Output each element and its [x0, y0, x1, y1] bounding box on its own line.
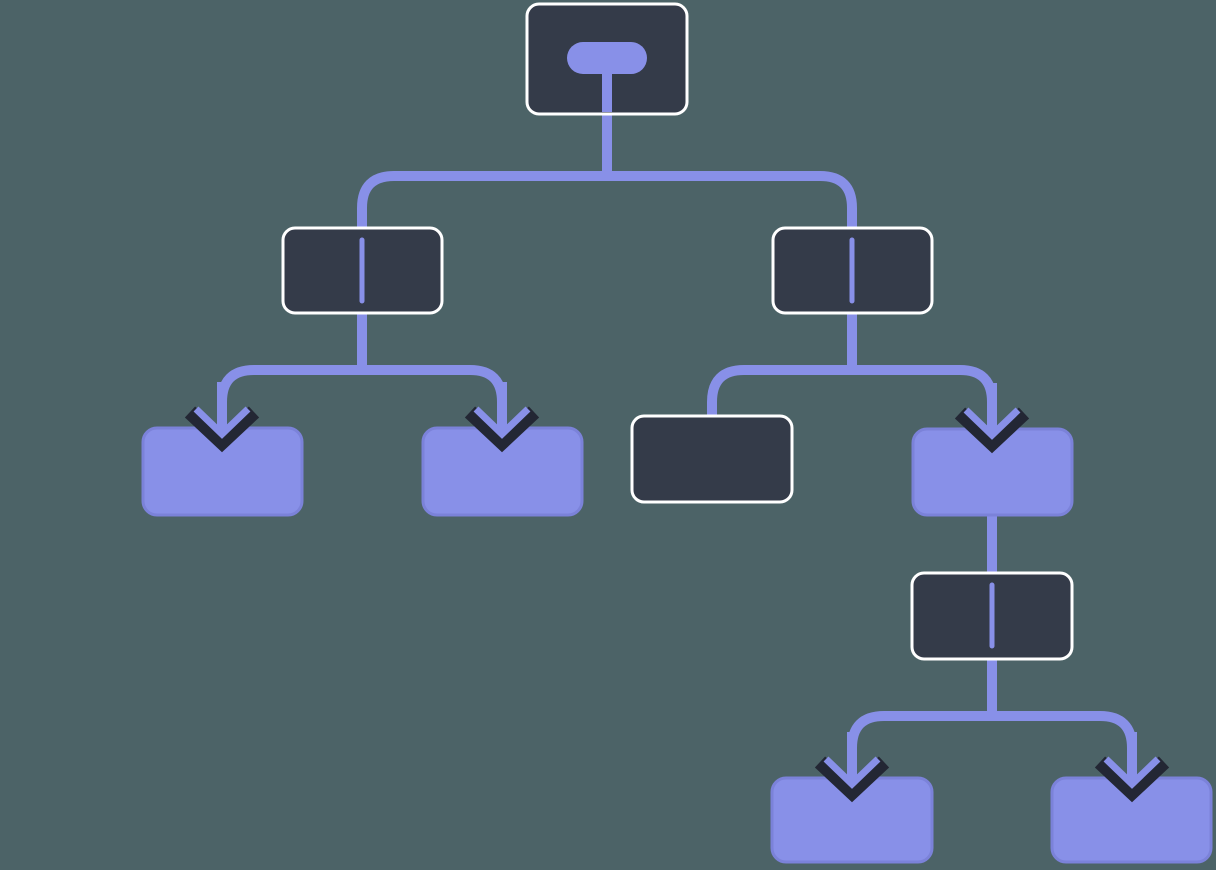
root-pill-icon-stem	[602, 70, 612, 112]
root-pill-icon	[567, 42, 647, 112]
node-branch-left[interactable]	[281, 226, 444, 315]
node-child-dark[interactable]	[630, 414, 794, 504]
node-layer	[141, 2, 1213, 864]
node-child-dark-box[interactable]	[630, 414, 794, 504]
node-branch-bottom[interactable]	[910, 571, 1074, 661]
node-root[interactable]	[525, 2, 689, 116]
node-branch-right[interactable]	[771, 226, 934, 315]
edge-root-to-branches	[357, 112, 857, 228]
root-pill-icon-head	[567, 42, 647, 74]
